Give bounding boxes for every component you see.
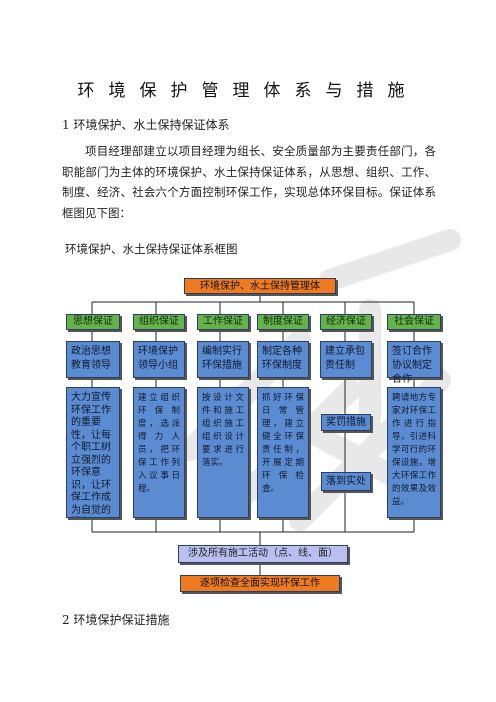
flow-bottom-activities-box: 涉及所有施工活动（点、线、面）: [178, 545, 348, 563]
figure-caption: 环境保护、水土保持保证体系框图: [65, 242, 238, 256]
category-box-economy: 经济保证: [320, 314, 372, 330]
page-title: 环境保护管理体系与措施: [77, 81, 419, 101]
body-paragraph: 项目经理部建立以项目经理为组长、安全质量部为主要责任部门，各职能部门为主体的环境…: [62, 144, 436, 220]
detail-box-system: 抓好环保日常管理，建立健全环保责任制，开展定期环保检查。: [257, 387, 309, 518]
level2-box-1: 政治思想教育领导: [66, 341, 120, 378]
detail-box-organization: 建立组织环保制度，选派得力人员，把环保工作列入议事日程。: [133, 387, 185, 518]
category-box-society: 社会保证: [387, 314, 441, 330]
section-heading-2: 2 环境保护保证措施: [62, 613, 170, 627]
detail-box-work: 按设计文件和施工组织施工组织设计要求进行落实。: [197, 387, 249, 518]
level2-box-4: 制定各种环保制度: [257, 341, 309, 378]
level2-box-3: 编制实行环保措施: [197, 341, 249, 378]
category-box-work: 工作保证: [197, 314, 249, 330]
detail-box-ideology: 大力宣传环保工作的重要性，让每个职工树立强烈的环保意识，让环保工作成为自觉的行为: [66, 387, 120, 518]
category-box-organization: 组织保证: [133, 314, 185, 330]
level2-box-5: 建立承包责任制: [320, 341, 372, 378]
flow-bottom-inspection-box: 逐项检查全面实现环保工作: [180, 575, 340, 592]
level2-box-6: 签订合作协议制定合作: [387, 341, 441, 385]
category-box-system: 制度保证: [257, 314, 309, 330]
flow-top-box: 环境保护、水土保持管理体: [184, 278, 336, 294]
implementation-box: 落到实处: [321, 472, 371, 491]
section-heading-1: 1 环境保护、水土保持保证体系: [62, 118, 230, 132]
reward-penalty-box: 奖罚措施: [321, 414, 371, 431]
level2-box-2: 环境保护领导小组: [133, 341, 185, 378]
detail-box-society: 聘请地方专家对环保工作进行指导，引进科学可行的环保设施，增大环保工作的效果及效益…: [387, 387, 441, 518]
category-box-ideology: 思想保证: [66, 314, 120, 330]
